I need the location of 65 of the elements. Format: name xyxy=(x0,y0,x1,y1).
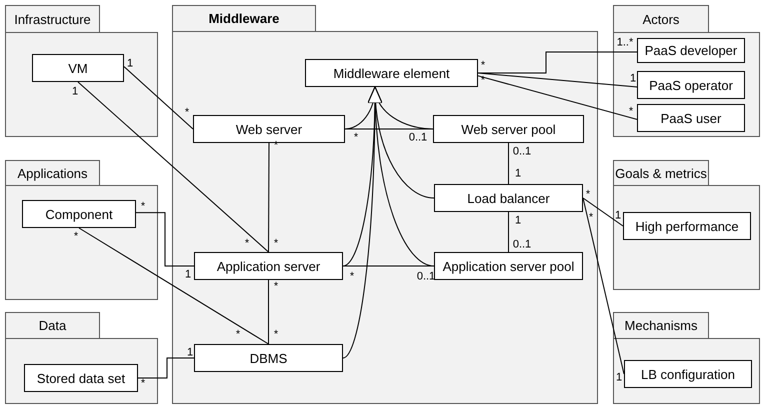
association-line xyxy=(78,228,269,344)
association-line xyxy=(268,142,270,252)
association-line xyxy=(582,198,624,226)
association-line xyxy=(136,212,194,266)
multiplicity-label: 0..1 xyxy=(416,272,436,282)
class-box: PaaS user xyxy=(637,104,745,132)
multiplicity-label: 1 xyxy=(614,210,622,222)
class-box: DBMS xyxy=(194,344,343,372)
package-name: Mechanisms xyxy=(613,312,709,339)
multiplicity-label: * xyxy=(74,232,78,242)
package-name: Goals & metrics xyxy=(613,160,709,186)
multiplicity-label: * xyxy=(588,212,594,224)
multiplicity-label: * xyxy=(350,272,354,282)
multiplicity-label: 1 xyxy=(186,348,194,358)
multiplicity-label: 1 xyxy=(126,58,134,70)
package-name: Actors xyxy=(613,5,709,33)
multiplicity-label: 0..1 xyxy=(512,240,532,250)
multiplicity-label: * xyxy=(354,132,358,144)
association-line xyxy=(78,82,269,252)
multiplicity-label: 1 xyxy=(72,86,78,98)
multiplicity-label: * xyxy=(480,60,486,72)
multiplicity-label: * xyxy=(274,330,278,340)
multiplicity-label: * xyxy=(140,202,146,212)
class-box: Load balancer xyxy=(434,184,583,212)
association-line xyxy=(268,280,269,344)
class-box: Application server pool xyxy=(434,252,583,280)
association-line xyxy=(508,212,509,252)
package-name: Infrastructure xyxy=(5,5,100,33)
class-box: Middleware element xyxy=(305,59,478,87)
association-line xyxy=(582,198,624,374)
class-box: Web server pool xyxy=(433,115,584,143)
multiplicity-label: 1 xyxy=(514,168,522,180)
association-line xyxy=(138,358,194,378)
association-line xyxy=(124,66,194,130)
package-name: Middleware xyxy=(172,5,316,32)
association-line xyxy=(344,128,434,130)
class-box: PaaS developer xyxy=(637,38,745,63)
multiplicity-label: * xyxy=(236,330,240,340)
association-line xyxy=(478,72,638,88)
multiplicity-label: * xyxy=(244,238,250,250)
multiplicity-label: 0..1 xyxy=(408,132,428,144)
multiplicity-label: * xyxy=(140,378,146,390)
multiplicity-label: 1..* xyxy=(616,38,634,48)
class-box: High performance xyxy=(623,212,751,240)
class-box: LB configuration xyxy=(624,360,752,388)
multiplicity-label: * xyxy=(184,108,190,118)
generalization-arrow xyxy=(342,86,382,358)
class-box: Stored data set xyxy=(24,364,138,392)
multiplicity-label: * xyxy=(628,106,634,118)
multiplicity-label: 1 xyxy=(630,74,636,84)
package-name: Applications xyxy=(5,160,100,186)
multiplicity-label: * xyxy=(274,238,278,250)
multiplicity-label: 1 xyxy=(514,216,522,226)
class-box: VM xyxy=(32,54,124,82)
multiplicity-label: 1 xyxy=(616,372,622,384)
package-name: Data xyxy=(5,312,100,339)
association-line xyxy=(508,142,509,184)
multiplicity-label: * xyxy=(586,190,590,200)
class-box: PaaS operator xyxy=(637,71,745,99)
class-box: Application server xyxy=(194,252,343,280)
association-line xyxy=(478,75,638,120)
multiplicity-label: 0..1 xyxy=(512,146,532,158)
multiplicity-label: * xyxy=(274,282,278,292)
multiplicity-label: 1 xyxy=(184,270,192,280)
class-box: Component xyxy=(22,200,136,228)
